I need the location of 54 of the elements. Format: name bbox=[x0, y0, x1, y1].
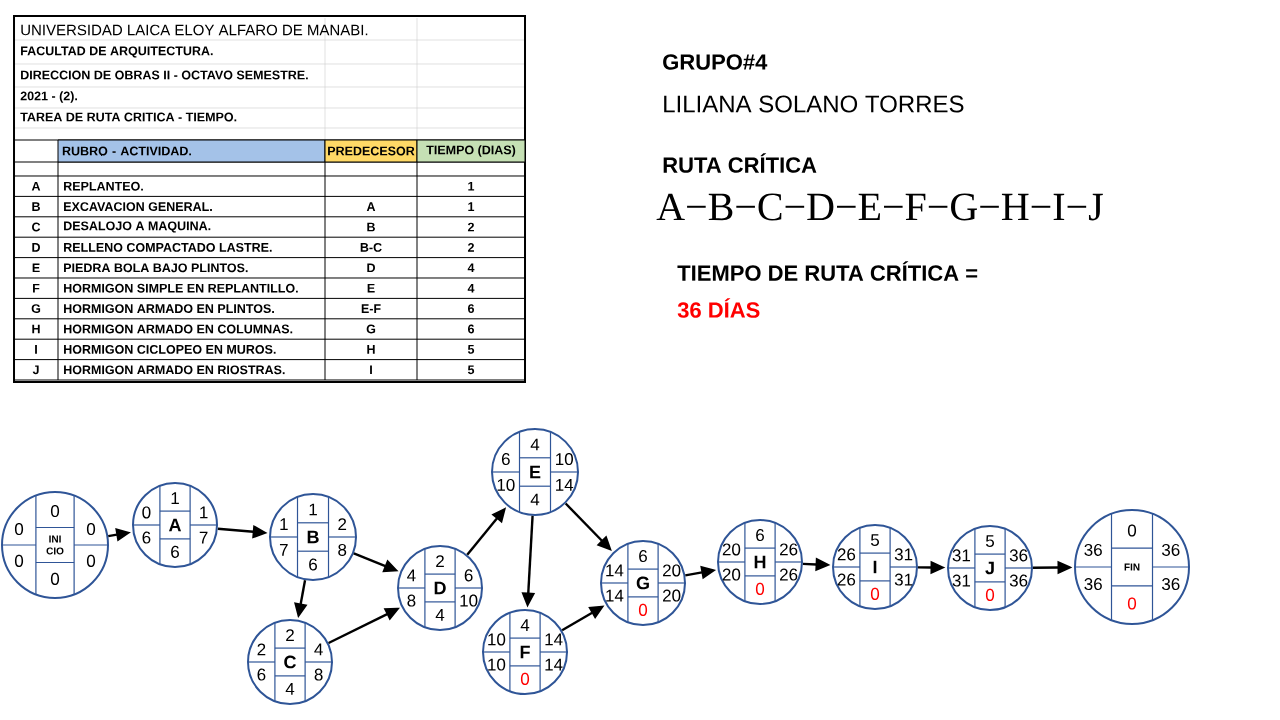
table-header-cell: TIEMPO (DIAS) bbox=[416, 139, 526, 163]
table-cell: I bbox=[370, 365, 372, 375]
table-cell: G bbox=[31, 304, 41, 314]
table-cell: E-F bbox=[361, 304, 381, 313]
table-cell: F bbox=[33, 283, 40, 293]
table-cell: REPLANTEO. bbox=[64, 181, 143, 191]
table-cell: H bbox=[32, 324, 40, 334]
table-title: FACULTAD DE ARQUITECTURA. bbox=[21, 46, 213, 58]
result-text: 36 DÍAS bbox=[677, 298, 760, 318]
table-cell: E bbox=[32, 263, 40, 273]
table-title: TAREA DE RUTA CRITICA - TIEMPO. bbox=[20, 112, 237, 122]
table-cell: D bbox=[367, 263, 375, 273]
table-cell: 1 bbox=[468, 202, 475, 211]
heading: TIEMPO DE RUTA CRÍTICA = bbox=[677, 261, 978, 281]
table-cell: 5 bbox=[467, 365, 475, 375]
table-cell: HORMIGON ARMADO EN COLUMNAS. bbox=[64, 324, 293, 334]
table-cell: HORMIGON CICLOPEO EN MUROS. bbox=[64, 345, 276, 354]
table-cell: A bbox=[31, 181, 41, 191]
table-cell: 4 bbox=[467, 283, 475, 293]
table-cell: C bbox=[32, 222, 41, 232]
table-cell: J bbox=[32, 365, 39, 375]
table-cell: D bbox=[32, 243, 40, 252]
table-cell: 2 bbox=[467, 222, 474, 232]
table-cell: PIEDRA BOLA BAJO PLINTOS. bbox=[64, 263, 248, 273]
table-cell: 2 bbox=[467, 243, 474, 252]
arrow bbox=[564, 502, 612, 551]
table-cell: 5 bbox=[467, 345, 475, 354]
table-cell: DESALOJO A MAQUINA. bbox=[64, 221, 211, 233]
table-cell: E bbox=[367, 283, 375, 293]
table-cell: B bbox=[32, 202, 40, 211]
table-cell: 4 bbox=[467, 263, 475, 273]
table-cell: H bbox=[367, 345, 375, 354]
table-cell: A bbox=[366, 202, 376, 211]
table-cell: I bbox=[35, 345, 37, 354]
table-header-cell: PREDECESOR bbox=[324, 139, 418, 163]
table-header-cell: RUBRO - ACTIVIDAD. bbox=[57, 139, 326, 163]
table-cell: B-C bbox=[360, 243, 382, 252]
table-cell: 1 bbox=[468, 181, 475, 191]
heading: GRUPO#4 bbox=[663, 54, 768, 70]
table-cell: B bbox=[367, 222, 375, 232]
critical-path-formula: A−B−C−D−E−F−G−H−I−J bbox=[656, 193, 1103, 221]
table-title: DIRECCION DE OBRAS II - OCTAVO SEMESTRE. bbox=[21, 70, 308, 80]
table-cell: 6 bbox=[468, 304, 475, 314]
table-title: 2021 - (2). bbox=[20, 91, 77, 103]
table-cell: EXCAVACION GENERAL. bbox=[64, 202, 212, 212]
table-title: UNIVERSIDAD LAICA ELOY ALFARO DE MANABI. bbox=[21, 24, 368, 36]
table-cell: HORMIGON ARMADO EN RIOSTRAS. bbox=[64, 365, 285, 375]
table-cell: HORMIGON ARMADO EN PLINTOS. bbox=[64, 304, 274, 314]
student-name: LILIANA SOLANO TORRES bbox=[664, 95, 964, 113]
table-cell: 6 bbox=[468, 324, 475, 334]
table-cell: G bbox=[366, 324, 376, 334]
heading: RUTA CRÍTICA bbox=[663, 153, 817, 173]
table-cell: HORMIGON SIMPLE EN REPLANTILLO. bbox=[64, 283, 298, 293]
table-cell: RELLENO COMPACTADO LASTRE. bbox=[64, 243, 272, 252]
